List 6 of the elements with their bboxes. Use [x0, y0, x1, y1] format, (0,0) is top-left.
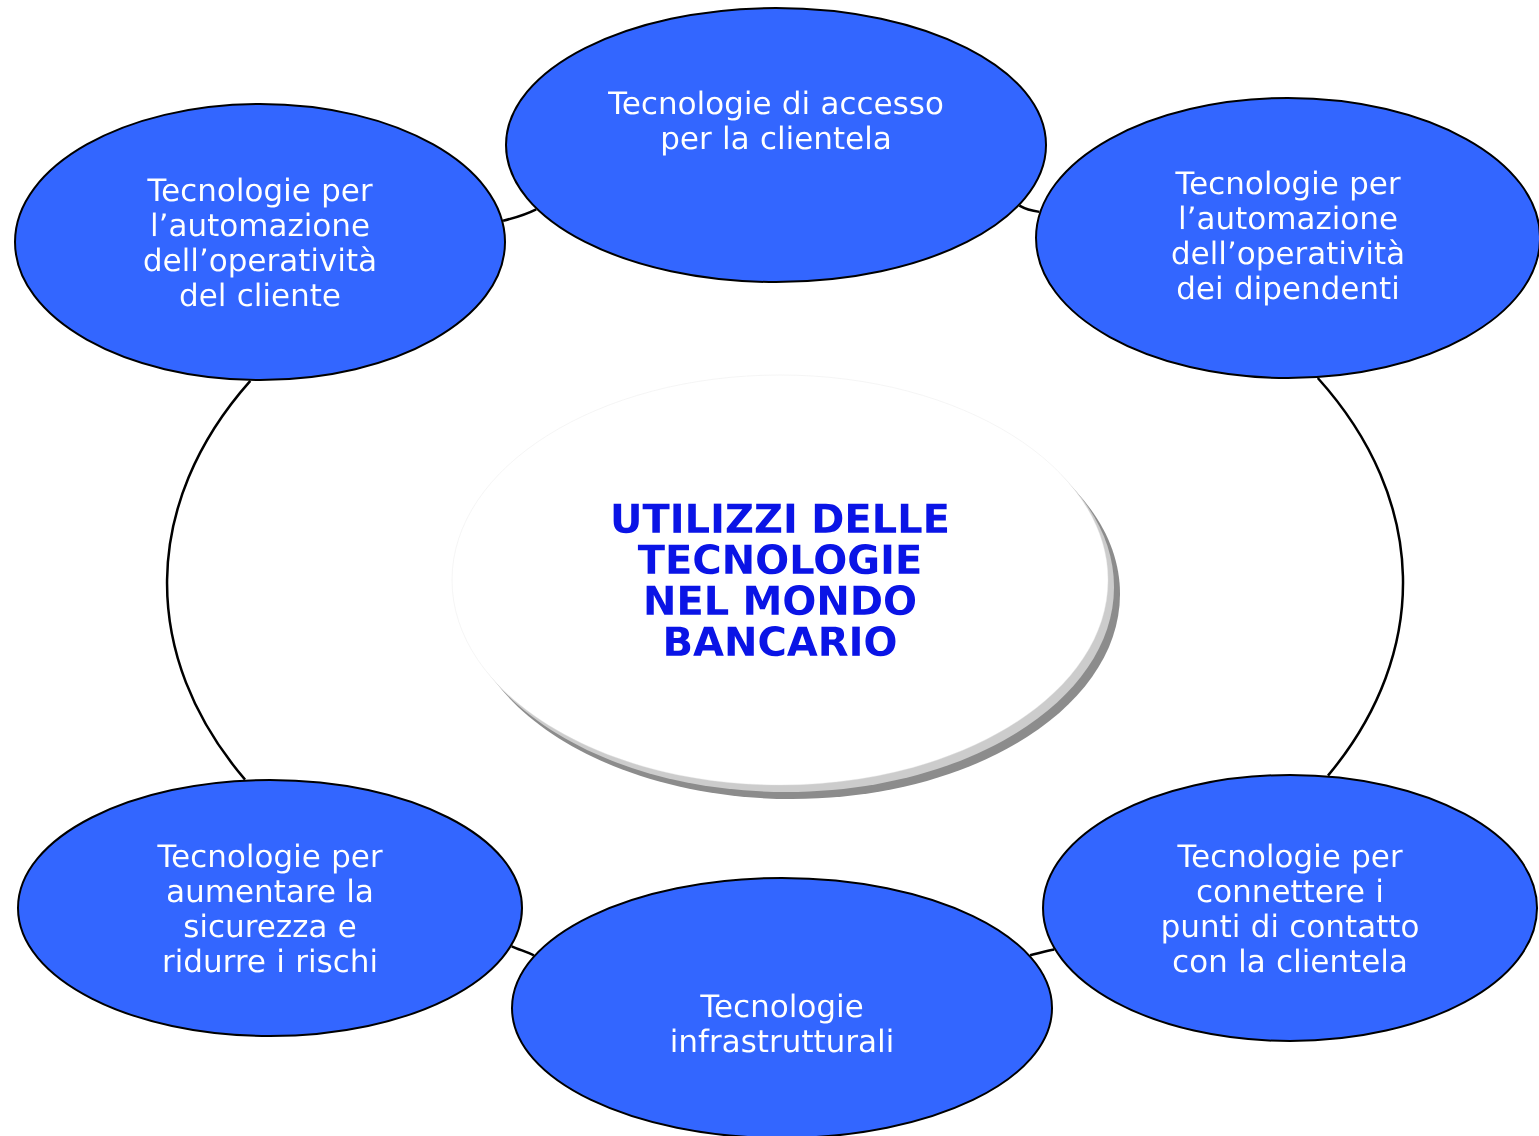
ring-connector — [511, 945, 535, 957]
ring-connector — [502, 208, 537, 222]
ring-connector — [165, 380, 252, 781]
ring-connector — [1029, 948, 1055, 957]
ring-connector — [1018, 204, 1040, 214]
ring-connector — [1316, 377, 1405, 777]
